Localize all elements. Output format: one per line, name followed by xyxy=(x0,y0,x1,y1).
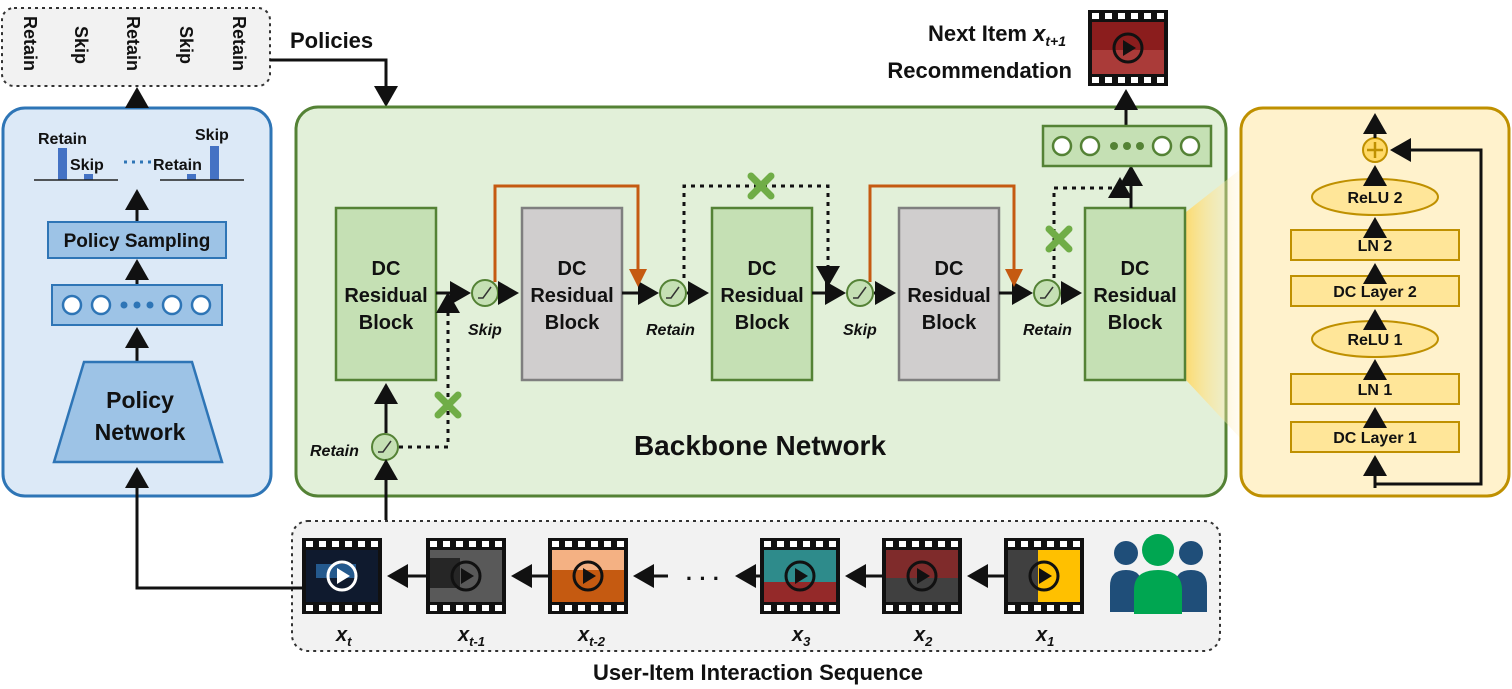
ln-2-label: LN 2 xyxy=(1358,238,1393,255)
switch-icon xyxy=(659,279,687,307)
backbone-title: Backbone Network xyxy=(634,430,886,461)
bar-skip-b xyxy=(210,146,219,180)
switch-label-1: Skip xyxy=(468,322,502,339)
svg-text:Block: Block xyxy=(735,312,790,334)
dc-layer-1-label: DC Layer 1 xyxy=(1333,430,1417,447)
switch-icon xyxy=(1033,279,1061,307)
switch-icon xyxy=(846,279,874,307)
policy-label-3: Retain xyxy=(123,16,143,71)
policies-output-box: Retain Skip Retain Skip Retain xyxy=(1,7,271,87)
bar-label-retain-b: Retain xyxy=(153,157,202,174)
item-thumbnail-x1 xyxy=(1004,538,1084,614)
policy-network-shape xyxy=(52,360,224,464)
switch-icons xyxy=(371,279,1061,461)
add-icon xyxy=(1362,137,1388,163)
bar-skip-a xyxy=(84,174,93,180)
switch-label-3: Skip xyxy=(843,322,877,339)
sequence-title: User-Item Interaction Sequence xyxy=(593,660,923,685)
output-embedding-vector xyxy=(1041,124,1213,168)
switch-icon xyxy=(371,433,399,461)
svg-text:DC: DC xyxy=(558,258,587,280)
block-detail-panel: ReLU 2 LN 2 DC Layer 2 ReLU 1 LN 1 DC La… xyxy=(1239,106,1511,498)
relu-1-label: ReLU 1 xyxy=(1347,332,1402,349)
svg-text:Residual: Residual xyxy=(720,285,803,307)
item-labels: xt xt-1 xt-2 x3 x2 x1 xyxy=(335,624,1054,649)
item-thumbnail-xt-1 xyxy=(426,538,506,614)
dc-residual-block-4: DC Residual Block xyxy=(897,206,1001,382)
item-thumbnail-xt-2 xyxy=(548,538,628,614)
bar-label-skip-b: Skip xyxy=(195,127,229,144)
svg-text:Residual: Residual xyxy=(907,285,990,307)
svg-text:DC: DC xyxy=(748,258,777,280)
svg-text:Block: Block xyxy=(545,312,600,334)
sequence-arrows xyxy=(125,467,1004,590)
ln-1-label: LN 1 xyxy=(1358,382,1393,399)
skip-paths xyxy=(493,184,1023,287)
dc-residual-block-5: DC Residual Block xyxy=(1083,206,1187,382)
item-thumbnail-xt xyxy=(302,538,382,614)
policy-label-2: Skip xyxy=(71,26,91,64)
svg-text:DC: DC xyxy=(1121,258,1150,280)
item-thumbnail-x3 xyxy=(760,538,840,614)
bar-label-retain-a: Retain xyxy=(38,131,87,148)
cross-icon xyxy=(434,391,462,419)
svg-text:Residual: Residual xyxy=(530,285,613,307)
svg-text:x1: x1 xyxy=(1035,624,1054,649)
dc-residual-block-3: DC Residual Block xyxy=(710,206,814,382)
svg-text:xt-2: xt-2 xyxy=(577,624,606,649)
policy-distribution-chart: Retain Skip Retain Skip xyxy=(34,127,244,181)
switch-label-2: Retain xyxy=(646,322,695,339)
svg-text:Block: Block xyxy=(1108,312,1163,334)
svg-text:Block: Block xyxy=(922,312,977,334)
svg-text:Residual: Residual xyxy=(344,285,427,307)
svg-text:Block: Block xyxy=(359,312,414,334)
switch-icon xyxy=(471,279,499,307)
cross-icon xyxy=(747,172,775,200)
svg-text:DC: DC xyxy=(935,258,964,280)
policy-sampling-box xyxy=(47,221,227,259)
zoom-fan xyxy=(1186,168,1242,440)
svg-text:Next Item xt+1: Next Item xt+1 xyxy=(928,21,1066,49)
policy-panel: Retain Skip Retain Skip Policy Sampling xyxy=(1,106,273,498)
bar-retain-b xyxy=(187,174,196,180)
svg-text:DC: DC xyxy=(372,258,401,280)
cross-icons xyxy=(434,172,1073,419)
bar-label-skip-a: Skip xyxy=(70,157,104,174)
policies-label: Policies xyxy=(290,28,373,53)
svg-text:xt: xt xyxy=(335,624,352,649)
dc-residual-block-1: DC Residual Block xyxy=(334,206,438,382)
svg-text:x2: x2 xyxy=(913,624,933,649)
bar-retain-a xyxy=(58,148,67,180)
next-item-label: Next Item xt+1 Recommendation xyxy=(887,21,1072,83)
policy-network-line1: Policy xyxy=(106,387,174,413)
dc-residual-block-2: DC Residual Block xyxy=(520,206,624,382)
users-icon xyxy=(1110,534,1207,614)
svg-text:x3: x3 xyxy=(791,624,811,649)
svg-text:Residual: Residual xyxy=(1093,285,1176,307)
relu-2-label: ReLU 2 xyxy=(1347,190,1402,207)
switch-label-4: Retain xyxy=(1023,322,1072,339)
policy-embedding-vector xyxy=(51,284,223,326)
policy-label-5: Retain xyxy=(229,16,249,71)
item-thumbnail-x2 xyxy=(882,538,962,614)
policy-sampling-label: Policy Sampling xyxy=(64,231,211,252)
sequence-box xyxy=(291,520,1221,652)
policy-label-4: Skip xyxy=(176,26,196,64)
svg-text:xt-1: xt-1 xyxy=(457,624,485,649)
sequence-ellipsis: · · · xyxy=(686,566,720,591)
svg-text:Recommendation: Recommendation xyxy=(887,58,1072,83)
policy-network-line2: Network xyxy=(95,419,186,445)
policy-label-1: Retain xyxy=(20,16,40,71)
cross-icon xyxy=(1045,225,1073,253)
dc-layer-2-label: DC Layer 2 xyxy=(1333,284,1417,301)
policies-arrow xyxy=(270,58,398,107)
next-item-thumbnail xyxy=(1088,10,1168,86)
switch-label-0: Retain xyxy=(310,443,359,460)
